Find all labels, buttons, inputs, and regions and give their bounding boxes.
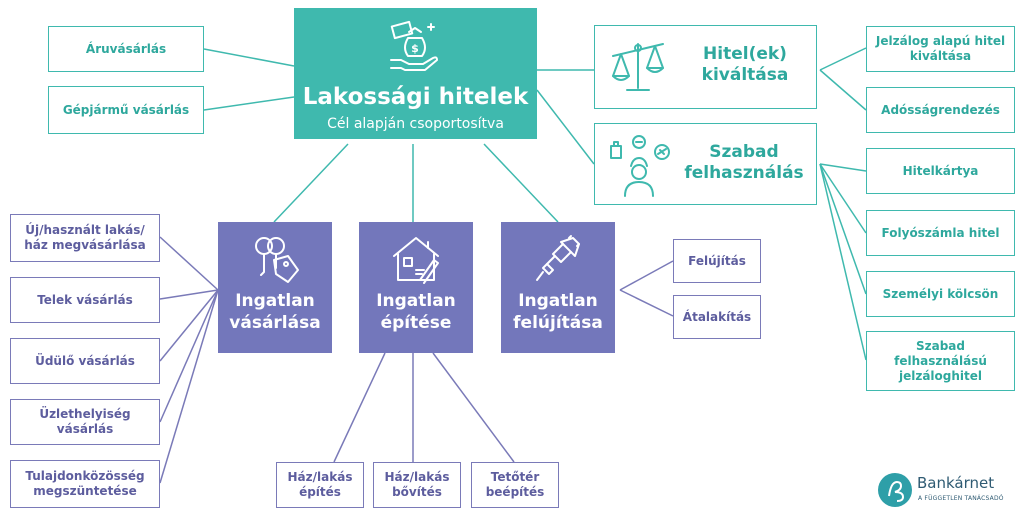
purchase-box: Ingatlan vásárlása — [218, 222, 332, 353]
free-use-item-0: Hitelkártya — [866, 148, 1015, 194]
logo-tagline: A FÜGGETLEN TANÁCSADÓ — [918, 495, 1004, 502]
free-use-label: Szabad felhasználás — [684, 142, 804, 183]
connector-line — [159, 289, 219, 362]
refinance-box: Hitel(ek) kiváltása — [594, 25, 817, 109]
connector-line — [619, 289, 674, 317]
purchase-item-4: Tulajdonközösség megszüntetése — [10, 460, 160, 508]
free-use-person-icon — [610, 135, 670, 197]
connector-line — [159, 236, 219, 291]
logo-name: Bankárnet — [917, 474, 995, 492]
connector-line — [432, 352, 515, 463]
purchase-item-1: Telek vásárlás — [10, 277, 160, 323]
connector-line — [819, 69, 867, 111]
connector-line — [819, 163, 867, 295]
scales-icon — [612, 43, 664, 91]
purchase-label: Ingatlan vásárlása — [229, 291, 321, 333]
build-item-0: Ház/lakás építés — [276, 462, 364, 508]
house-blueprint-icon — [393, 237, 439, 284]
refinance-item-0: Jelzálog alapú hitel kiváltása — [866, 26, 1015, 72]
connector-line — [819, 163, 867, 234]
renovate-item-1: Átalakítás — [673, 295, 761, 339]
renovate-item-0: Felújítás — [673, 239, 761, 283]
connector-line — [536, 89, 595, 165]
build-item-1: Ház/lakás bővítés — [373, 462, 461, 508]
refinance-item-1: Adósságrendezés — [866, 87, 1015, 133]
free-use-item-1: Folyószámla hitel — [866, 210, 1015, 256]
paint-roller-icon — [536, 235, 580, 281]
purchase-item-0: Új/használt lakás/ ház megvásárlása — [10, 214, 160, 262]
connector-line — [203, 48, 295, 67]
connector-line — [819, 163, 867, 361]
connector-line — [483, 143, 559, 223]
connector-line — [203, 96, 295, 111]
connector-line — [819, 163, 867, 172]
purchase-item-2: Üdülő vásárlás — [10, 338, 160, 384]
main-title-box: $ Lakossági hitelek Cél alapján csoporto… — [294, 8, 537, 139]
connector-line — [159, 289, 219, 423]
purchase-item-3: Üzlethelyiség vásárlás — [10, 399, 160, 445]
goods-item-0: Áruvásárlás — [48, 26, 204, 72]
svg-text:$: $ — [411, 42, 419, 55]
build-box: Ingatlan építése — [359, 222, 473, 353]
main-title: Lakossági hitelek — [302, 84, 529, 110]
goods-item-1: Gépjármű vásárlás — [48, 86, 204, 134]
free-use-item-2: Személyi kölcsön — [866, 271, 1015, 317]
main-subtitle: Cél alapján csoportosítva — [327, 116, 504, 132]
bankarnet-logo: Bankárnet A FÜGGETLEN TANÁCSADÓ — [877, 470, 1017, 510]
connector-line — [819, 47, 867, 71]
keys-tag-icon — [255, 237, 299, 283]
connector-line — [159, 289, 219, 484]
refinance-label: Hitel(ek) kiváltása — [701, 44, 789, 85]
free-use-box: Szabad felhasználás — [594, 123, 817, 205]
connector-line — [159, 289, 219, 300]
free-use-item-3: Szabad felhasználású jelzáloghitel — [866, 331, 1015, 391]
connector-line — [333, 352, 386, 463]
bankarnet-logo-icon — [878, 473, 912, 507]
money-bag-hand-icon: $ — [390, 20, 438, 71]
renovate-box: Ingatlan felújítása — [501, 222, 615, 353]
build-label: Ingatlan építése — [376, 291, 456, 333]
connector-line — [273, 143, 349, 223]
renovate-label: Ingatlan felújítása — [513, 291, 603, 333]
connector-line — [619, 260, 674, 291]
build-item-2: Tetőtér beépítés — [471, 462, 559, 508]
